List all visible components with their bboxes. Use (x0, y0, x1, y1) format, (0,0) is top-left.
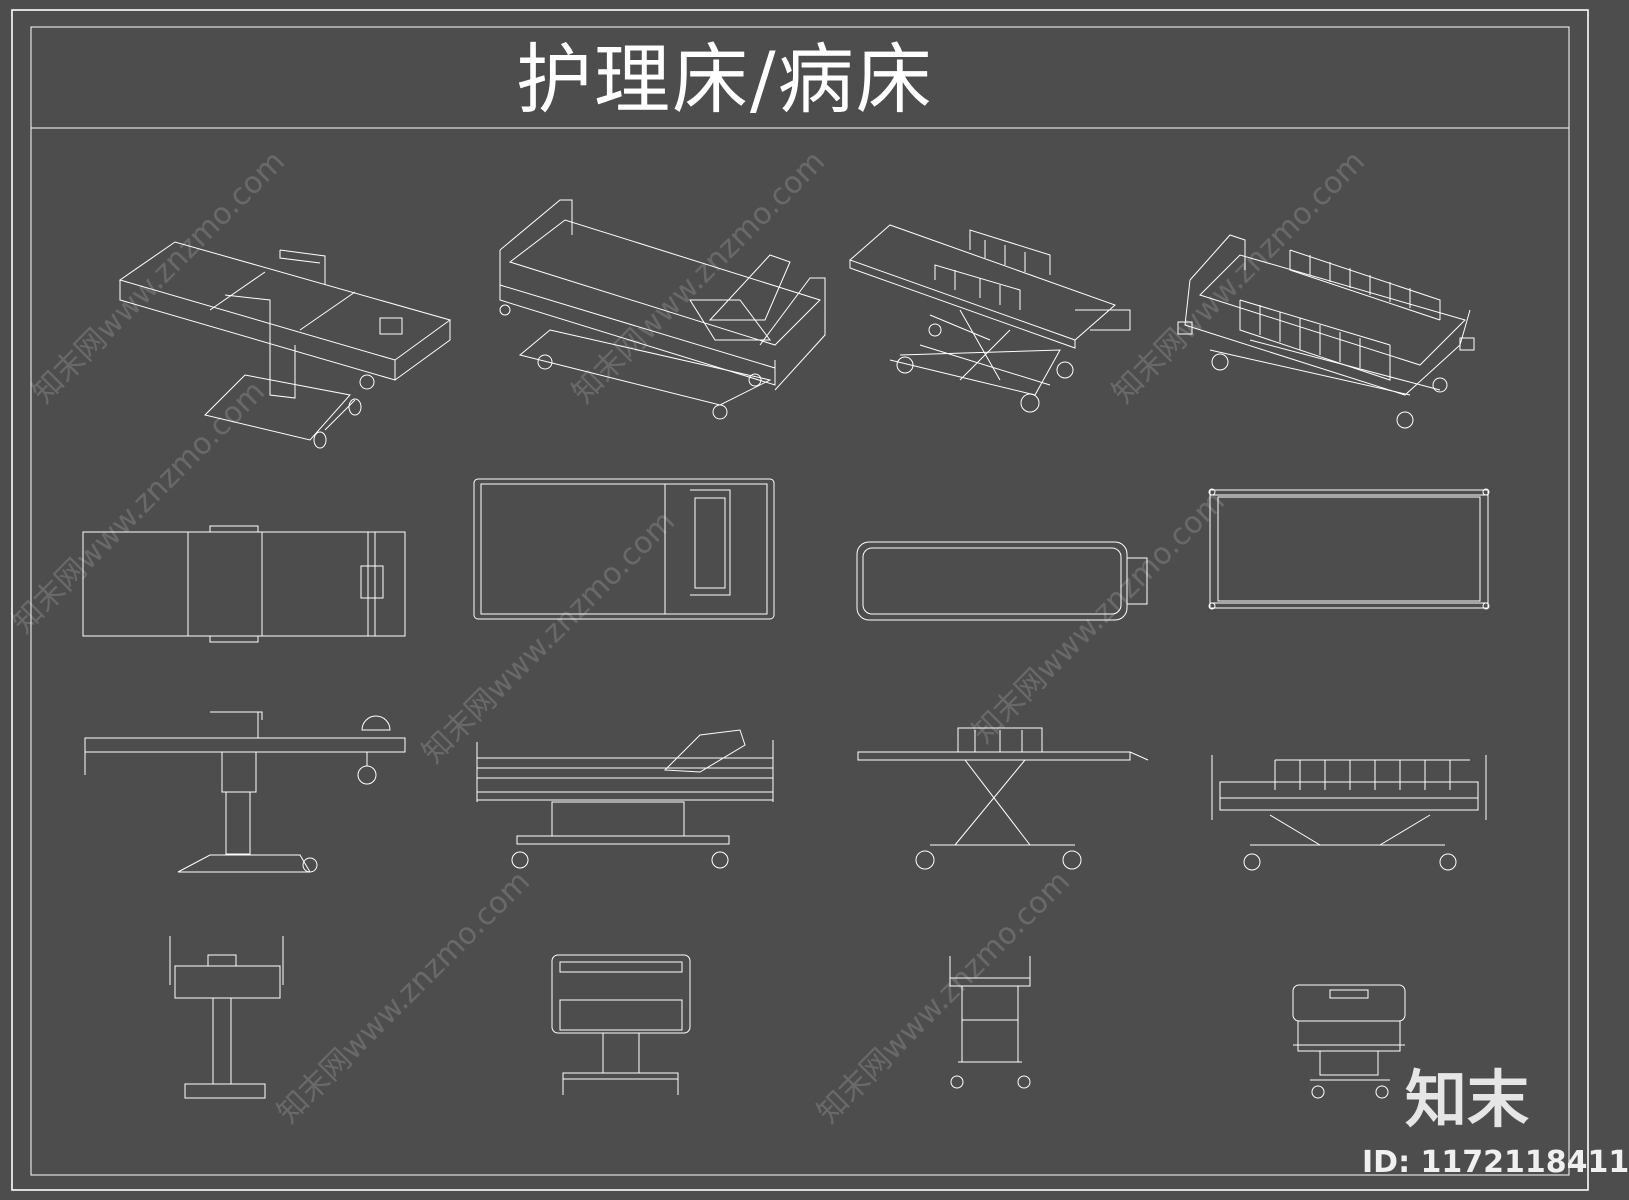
operating-table-perspective (118, 241, 452, 449)
manual-bed-end-view (551, 954, 691, 1095)
brand-logo: 知末 (1405, 1063, 1530, 1136)
electric-bed-side-view (1211, 755, 1487, 871)
electric-bed-end-view (1292, 984, 1406, 1099)
stretcher-end-view (949, 956, 1031, 1089)
operating-table-top-view (82, 525, 406, 643)
manual-bed-perspective (499, 199, 826, 420)
inner-border (30, 26, 1570, 1176)
operating-table-side-view (84, 711, 406, 873)
manual-bed-top-view (473, 478, 775, 620)
page-title: 护理床/病床 (516, 35, 934, 124)
outer-border (11, 9, 1589, 1191)
stretcher-side-view (857, 727, 1149, 870)
electric-bed-top-view (1208, 488, 1490, 610)
manual-bed-side-view (476, 729, 774, 869)
electric-bed-perspective (1177, 234, 1475, 429)
operating-table-end-view (169, 936, 284, 1099)
stretcher-perspective (849, 224, 1131, 413)
image-id-label: ID: 1172118411 (1362, 1145, 1629, 1180)
stretcher-top-view (856, 541, 1148, 621)
